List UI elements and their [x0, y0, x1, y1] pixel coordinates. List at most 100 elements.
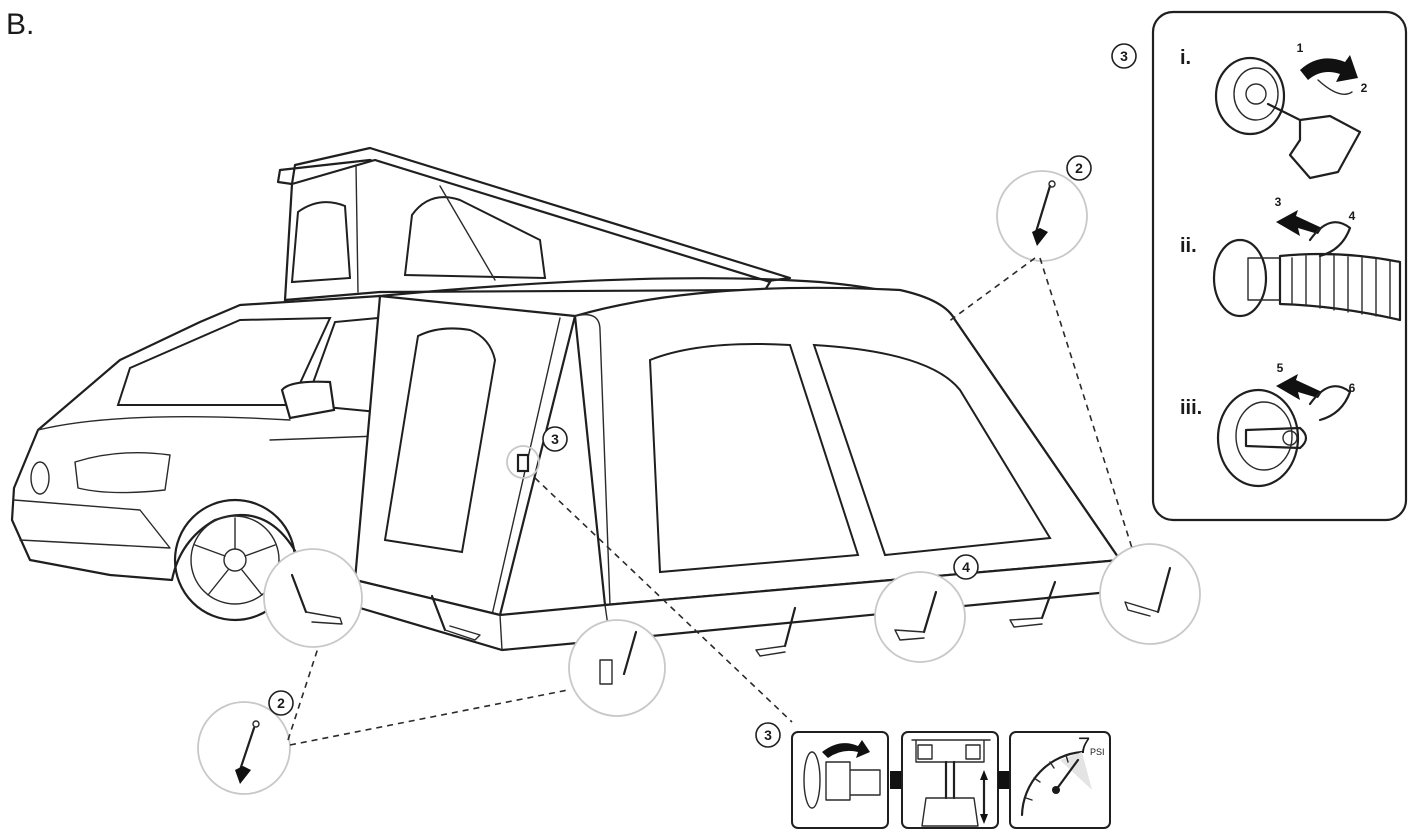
- valve-i-core: [1245, 83, 1267, 105]
- valve-step-iii: iii. 5 6: [1180, 361, 1356, 488]
- van-windscreen: [116, 316, 332, 406]
- van-bonnet-line: [37, 415, 291, 431]
- awning-valve-marker: [516, 453, 530, 473]
- magnifier-peg-center-tab: [599, 659, 613, 685]
- valve-ii-push-arrow-icon: [1276, 210, 1322, 236]
- valve-ii-hose-ribs: [1291, 255, 1391, 319]
- valve-instruction-panel: i. 1 2 ii. 3 4 iii.: [1151, 10, 1408, 522]
- van-wheel-spokes: [194, 517, 276, 596]
- valve-iii-flange: [1216, 388, 1300, 488]
- callout-4-guy-line: 4: [953, 554, 979, 580]
- leader-bottom-to-van: [287, 647, 319, 741]
- campervan-illustration: [10, 146, 792, 622]
- magnifier-peg-rear-corner-peg: [1156, 566, 1172, 614]
- svg-text:4: 4: [962, 559, 970, 575]
- tunnel-window: [383, 327, 497, 554]
- valve-i-rotate-arc: [1317, 79, 1353, 95]
- valve-step-iii-label: iii.: [1180, 397, 1202, 419]
- valve-ii-pump-hose: [1278, 252, 1402, 322]
- pump-step-connect-adapter: [825, 761, 881, 801]
- magnifier-peg-right-middle: [874, 571, 966, 663]
- leader-bottom-to-center: [289, 689, 569, 746]
- valve-i-arrow-label-1: 1: [1297, 41, 1304, 55]
- valve-iii-body: [1235, 401, 1293, 471]
- van-bumper: [13, 499, 171, 549]
- front-window-left: [648, 343, 860, 574]
- pump-gauge-ticks: [1025, 754, 1069, 801]
- pump-gauge-pressure-unit: PSI: [1090, 747, 1105, 757]
- peg-detail-bottom-arrow-icon: [235, 766, 251, 784]
- valve-iii-arrow-label-6: 6: [1349, 381, 1356, 395]
- roof-side-window-right: [403, 196, 547, 280]
- pump-gauge-pressure-value: 7: [1078, 733, 1090, 758]
- peg-1: [430, 594, 447, 632]
- peg-detail-top-arrow-icon: [1032, 228, 1048, 246]
- magnifier-peg-van-side: [263, 548, 363, 648]
- pump-step-gauge-box: [1009, 731, 1111, 829]
- roof-side-window-left: [290, 201, 352, 284]
- callout-2-bottom-left: 2: [268, 690, 294, 716]
- peg-2-strap: [755, 645, 786, 657]
- svg-text:3: 3: [764, 727, 772, 743]
- van-badge: [30, 461, 50, 495]
- valve-iii-cap-knob: [1282, 430, 1298, 446]
- pump-step-handle: [911, 739, 991, 763]
- pump-step-barrel: [921, 797, 979, 827]
- leader-valve-to-pump: [534, 477, 793, 723]
- magnifier-peg-van-side-strap: [305, 611, 343, 625]
- callout-3-valve-panel: 3: [1111, 43, 1137, 69]
- valve-step-ii: ii. 3 4: [1180, 195, 1402, 322]
- roof-fold-line: [355, 164, 359, 293]
- svg-text:3: 3: [1120, 48, 1128, 64]
- valve-i-arrow-label-2: 2: [1361, 81, 1368, 95]
- pump-step-grip-right: [965, 744, 981, 760]
- svg-text:2: 2: [1075, 160, 1083, 176]
- awning-pegs: [430, 580, 1057, 657]
- valve-i-body: [1233, 67, 1279, 121]
- magnifier-peg-right-middle-strap: [894, 629, 925, 641]
- svg-text:3: 3: [551, 431, 559, 447]
- van-headlight: [74, 451, 171, 494]
- pump-step-connect-valve: [803, 751, 821, 809]
- magnifier-peg-rear-corner: [1099, 543, 1201, 645]
- valve-ii-arrow-label-4: 4: [1349, 209, 1356, 223]
- roof-strut: [439, 185, 496, 281]
- valve-i-unscrew-arrow-icon: [1300, 55, 1358, 82]
- peg-detail-bottom-peg: [238, 726, 256, 772]
- van-door-line: [269, 435, 379, 441]
- front-window-right: [812, 343, 1052, 557]
- drive-away-awning-illustration: [348, 277, 1132, 652]
- callout-3-pump-sequence: 3: [755, 722, 781, 748]
- leader-lines: [287, 257, 1133, 746]
- pump-gauge-pivot: [1052, 786, 1060, 794]
- valve-step-i: i. 1 2: [1180, 41, 1368, 180]
- magnifier-peg-rear-corner-strap: [1124, 601, 1159, 617]
- magnifier-peg-right-middle-peg: [922, 590, 938, 634]
- peg-detail-top-peg: [1034, 184, 1052, 234]
- van-mirror: [280, 380, 336, 420]
- skirt-seam-1: [499, 614, 503, 651]
- magnifier-peg-center-peg: [622, 630, 638, 676]
- magnifier-peg-van-side-peg: [290, 573, 308, 614]
- valve-iii-arrow-label-5: 5: [1277, 361, 1284, 375]
- peg-2: [783, 606, 797, 648]
- valve-ii-rotate-arc-icon: [1308, 221, 1352, 258]
- peg-3-strap: [1009, 617, 1043, 628]
- pump-step-grip-left: [917, 744, 933, 760]
- valve-iii-rotate-arc-icon: [1308, 385, 1352, 422]
- magnifier-valve-small: [506, 445, 540, 479]
- air-beam-corner: [574, 313, 611, 606]
- peg-3: [1040, 580, 1057, 620]
- valve-ii-arrow-label-3: 3: [1275, 195, 1282, 209]
- peg-1-strap: [444, 625, 481, 641]
- valve-i-flange: [1214, 56, 1286, 136]
- peg-detail-bottom-hook: [252, 720, 260, 728]
- magnifier-peg-center: [568, 619, 666, 717]
- valve-step-i-label: i.: [1180, 47, 1191, 69]
- valve-i-cap-on-strap: [1266, 102, 1362, 180]
- pump-gauge-dial-arc: [1020, 750, 1084, 817]
- section-letter: B.: [6, 8, 34, 41]
- magnifier-peg-detail-bottom: [197, 701, 291, 795]
- pump-step-shaft: [944, 760, 956, 800]
- pump-sequence: 7 PSI: [791, 731, 1111, 829]
